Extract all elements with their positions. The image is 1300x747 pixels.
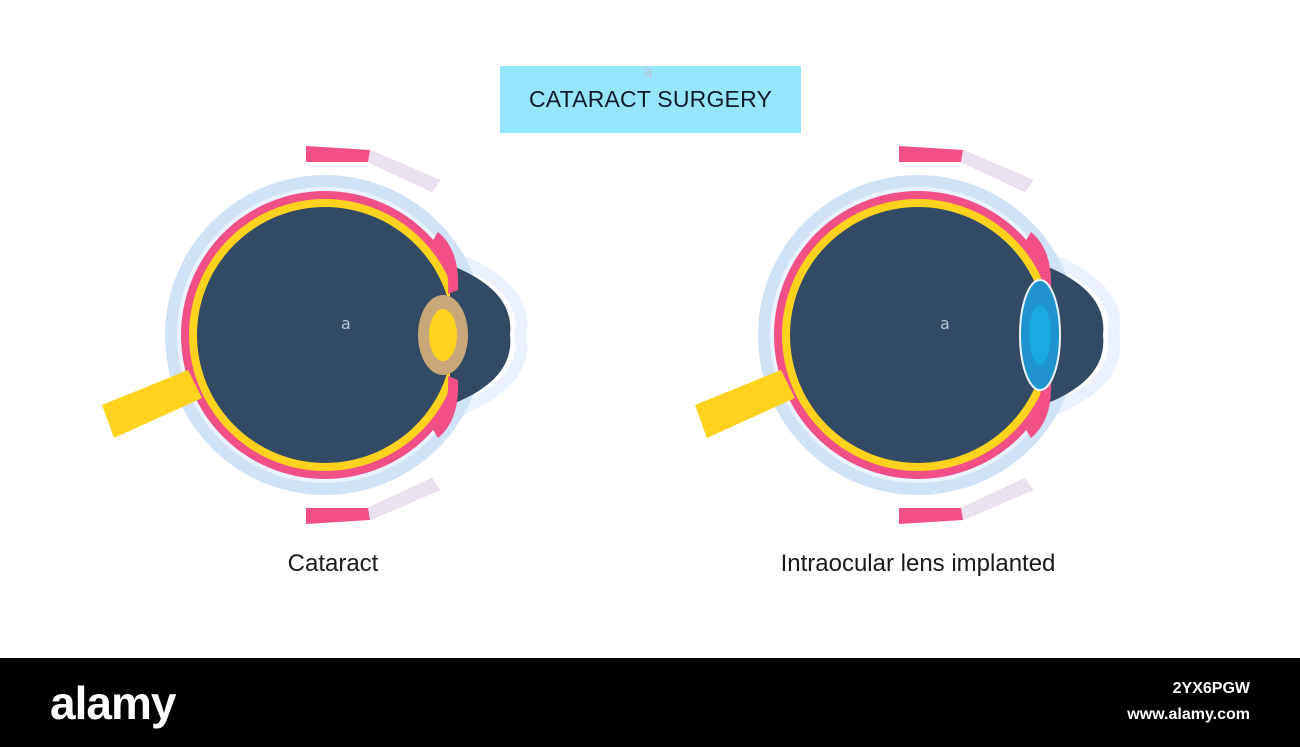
stock-footer-bar: alamy 2YX6PGW www.alamy.com xyxy=(0,658,1300,747)
iris-lower xyxy=(432,376,459,438)
site-url: www.alamy.com xyxy=(1127,706,1250,723)
diagram-title: CATARACT SURGERY xyxy=(528,86,773,112)
upper-muscle-tendon xyxy=(368,150,440,192)
iris-lower xyxy=(1025,376,1052,438)
upper-muscle-tendon xyxy=(961,150,1033,192)
anterior-chamber xyxy=(450,265,511,405)
cataract-caption: Cataract xyxy=(287,550,379,577)
cataract-lens-inner xyxy=(429,309,457,361)
iris-upper xyxy=(432,232,459,294)
iol-lens-inner xyxy=(1029,305,1051,365)
optic-nerve xyxy=(102,370,202,438)
cornea xyxy=(457,254,528,416)
upper-muscle xyxy=(306,146,440,192)
optic-nerve xyxy=(695,370,795,438)
anterior-chamber xyxy=(1043,265,1104,405)
iris-upper xyxy=(1025,232,1052,294)
watermark-mark-left: a xyxy=(341,314,351,333)
lower-muscle-tendon xyxy=(961,478,1033,520)
iol-caption: Intraocular lens implanted xyxy=(780,550,1056,577)
lower-muscle xyxy=(306,478,440,524)
lower-muscle-tendon xyxy=(368,478,440,520)
vitreous-body xyxy=(790,207,1046,463)
lower-muscle xyxy=(899,478,1033,524)
image-id: 2YX6PGW xyxy=(1172,680,1250,697)
title-box: CATARACT SURGERY xyxy=(500,66,801,133)
alamy-logo: alamy xyxy=(50,677,176,729)
vitreous-body xyxy=(197,207,453,463)
cornea xyxy=(1050,254,1121,416)
watermark-mark-top: a xyxy=(643,62,653,81)
upper-muscle xyxy=(899,146,1033,192)
cataract-eye-diagram xyxy=(102,146,528,524)
watermark-mark-right: a xyxy=(940,314,950,333)
iol-eye-diagram xyxy=(695,146,1121,524)
